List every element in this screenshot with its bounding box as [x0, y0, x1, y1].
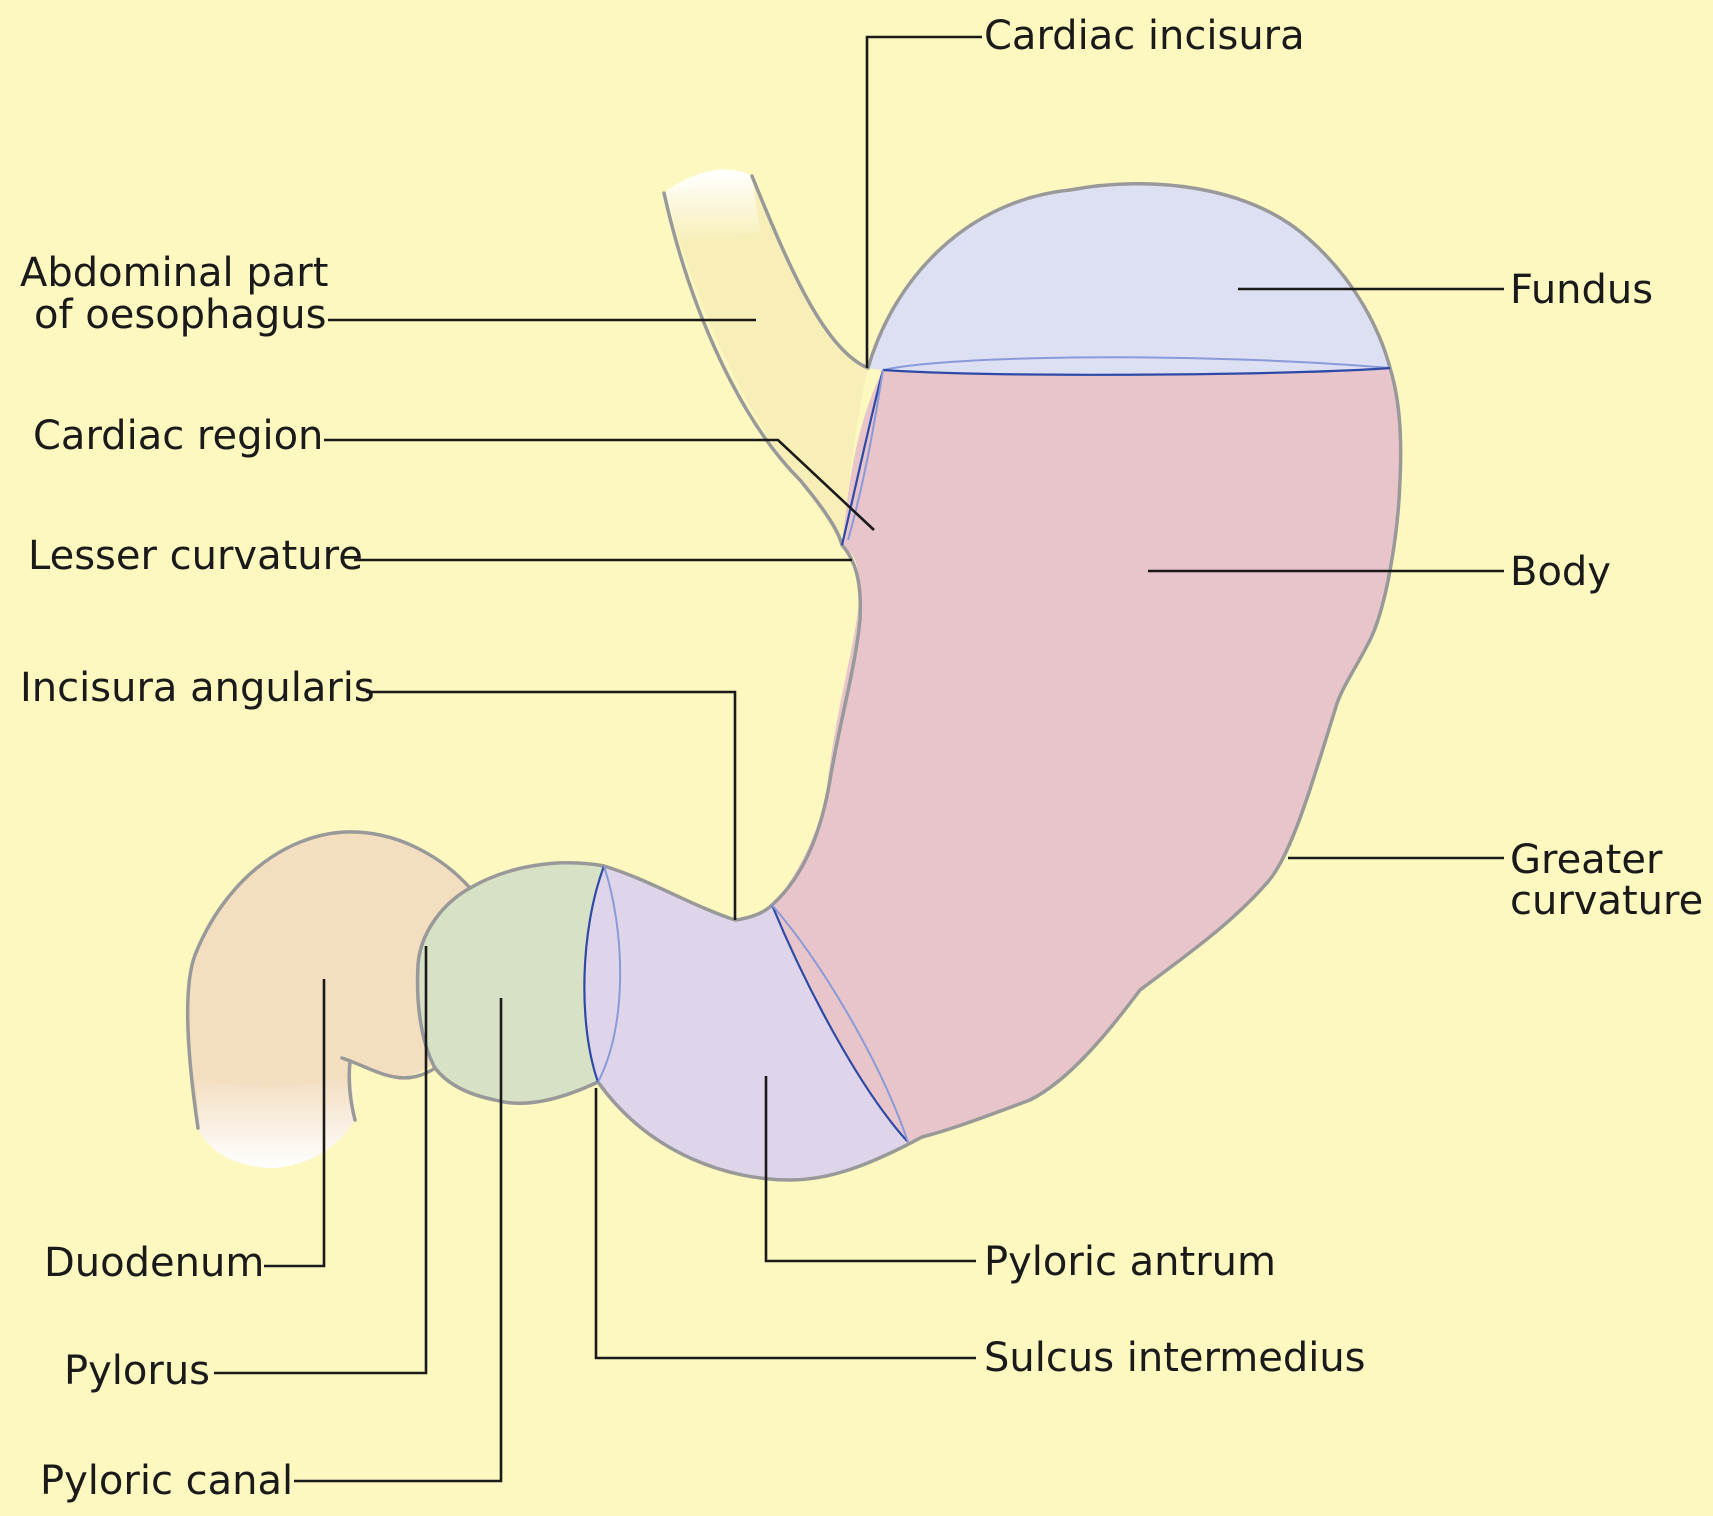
label-pyloric-antrum: Pyloric antrum: [984, 1239, 1276, 1285]
leader-pyloric-antrum: [764, 1076, 976, 1263]
leader-cardiac-region: [324, 438, 875, 531]
antrum-bottom-outline: [433, 1066, 924, 1182]
lesser-curvature-outline: [733, 543, 863, 922]
cardiac-boundary: [840, 369, 885, 546]
leader-cardiac-incisura: [865, 35, 982, 368]
fundus-body-boundary-far: [882, 356, 1391, 371]
duodenum-cut-end: [197, 1075, 355, 1168]
cardiac-boundary-far: [847, 369, 884, 541]
label-greater-curvature-line1: Greater: [1510, 837, 1663, 883]
pyloric-antrum-region: [584, 866, 908, 1180]
label-lesser-curvature: Lesser curvature: [28, 533, 363, 579]
label-pylorus: Pylorus: [64, 1348, 210, 1394]
leader-pylorus: [214, 946, 428, 1375]
oesophagus-cut-end: [664, 169, 760, 242]
label-pyloric-canal: Pyloric canal: [40, 1458, 293, 1504]
label-cardiac-incisura: Cardiac incisura: [984, 13, 1305, 59]
greater-curvature-outline: [920, 366, 1403, 1139]
pylorus-constriction-outline: [415, 886, 472, 1070]
label-fundus: Fundus: [1510, 267, 1653, 313]
label-abdominal-oesophagus-line1: Abdominal part: [20, 250, 328, 296]
label-duodenum: Duodenum: [44, 1240, 264, 1286]
label-incisura-angularis: Incisura angularis: [20, 665, 375, 711]
sulcus-boundary-far: [597, 865, 622, 1083]
fundus-body-boundary: [882, 366, 1391, 376]
duodenum-outline: [185, 830, 472, 1130]
label-body: Body: [1510, 549, 1611, 595]
oesophagus-left-outline: [662, 191, 844, 547]
antrum-body-boundary-far: [771, 904, 909, 1143]
oesophagus-region: [664, 176, 868, 545]
sulcus-boundary: [583, 865, 606, 1083]
leader-sulcus-intermedius: [594, 1088, 976, 1360]
label-cardiac-region: Cardiac region: [33, 413, 323, 459]
label-greater-curvature-line2: curvature: [1510, 878, 1703, 924]
pyloric-canal-region: [417, 862, 604, 1104]
label-abdominal-oesophagus-line2: of oesophagus: [34, 292, 327, 338]
body-region: [772, 368, 1401, 1142]
leader-incisura-angularis: [366, 690, 737, 920]
label-sulcus-intermedius: Sulcus intermedius: [984, 1335, 1366, 1381]
antrum-body-boundary: [770, 904, 909, 1143]
duodenum-region: [187, 831, 470, 1168]
fundus-region: [868, 183, 1390, 375]
duodenum-fold-outline: [347, 1060, 357, 1122]
leader-pyloric-canal: [294, 998, 503, 1483]
leader-duodenum: [264, 979, 326, 1268]
oesophagus-right-outline: [750, 174, 870, 370]
